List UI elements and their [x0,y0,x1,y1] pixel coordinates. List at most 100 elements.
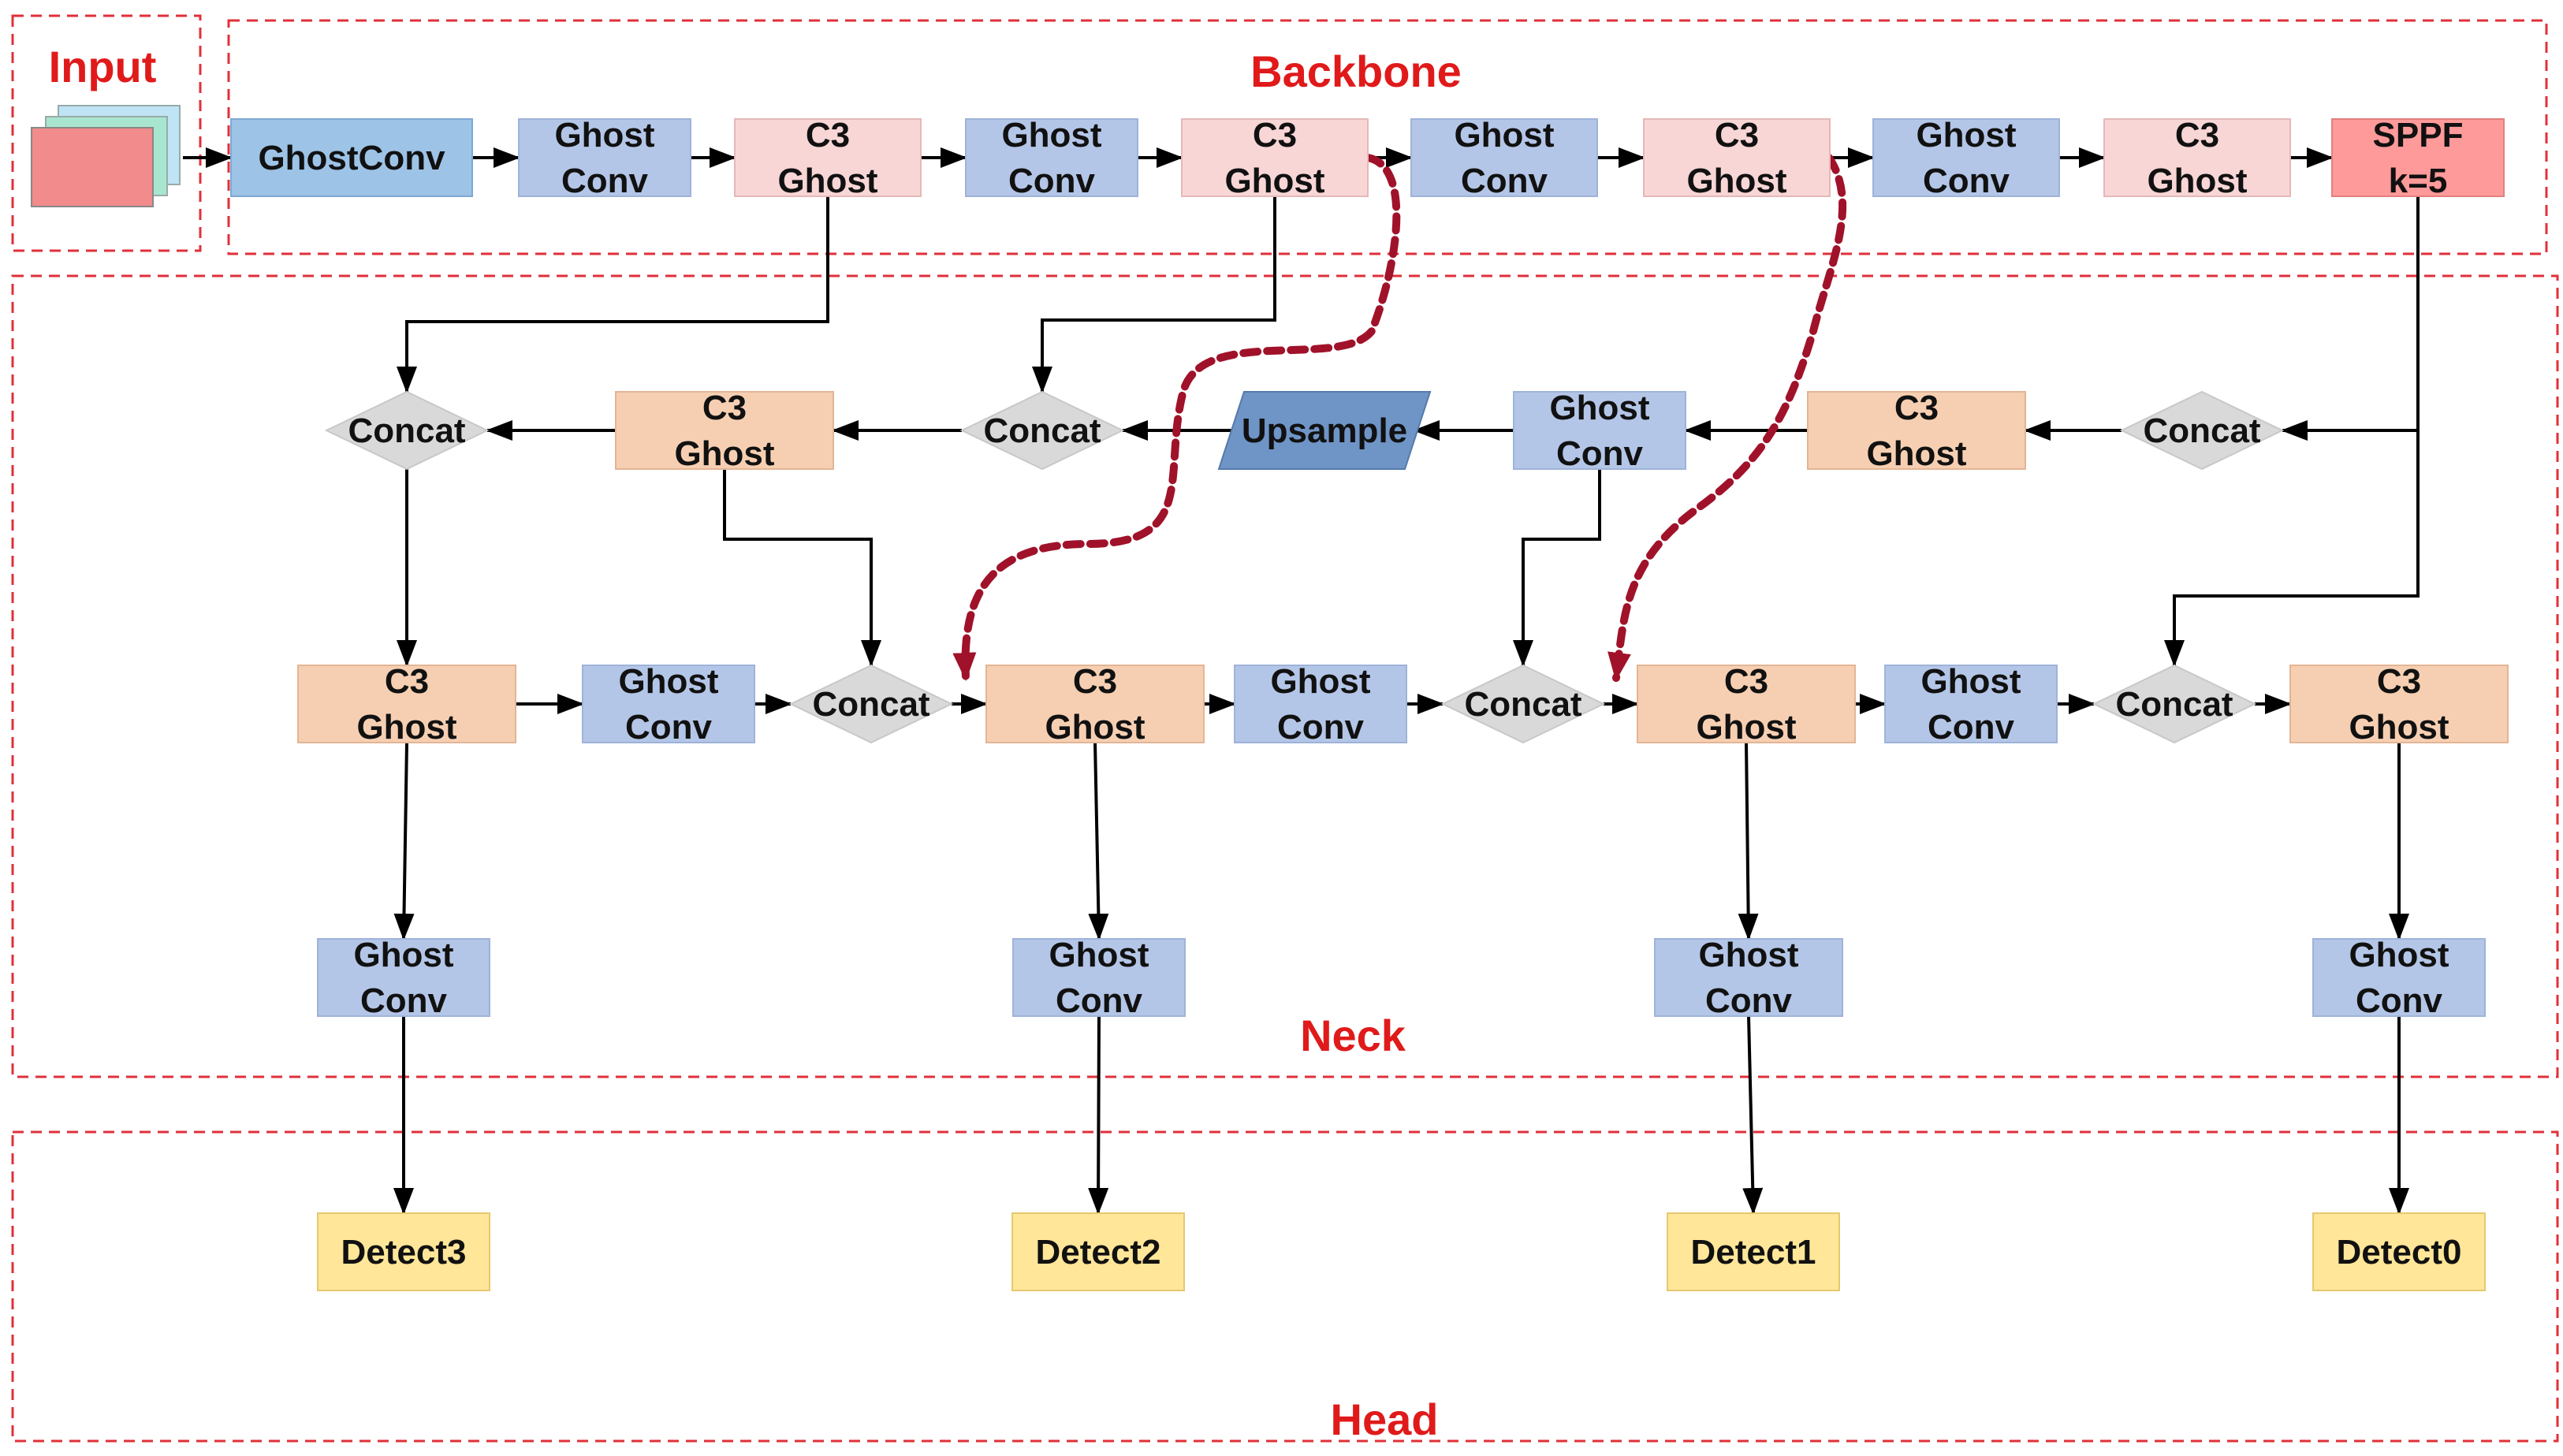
b8-shape [2103,118,2291,197]
n2-label-line-1: C3 [702,389,747,427]
b7-shape [1872,118,2060,197]
n2-shape [615,391,834,470]
g3-label-line-2: Conv [1705,981,1793,1020]
d3-label-line-1: Detect3 [341,1233,467,1272]
skip-edge-b6-m7 [1607,154,1847,682]
m3-label-line-1: Concat [812,685,929,724]
m8-label-line-2: Conv [1928,708,2015,747]
edge-b2-n1 [397,196,829,393]
m5-label-line-2: Conv [1277,708,1365,747]
edge-n2-m3 [723,469,881,667]
m9-label-line-1: Concat [2115,685,2233,724]
n4-label-line-1: Upsample [1242,411,1407,450]
m1-label-line-2: Ghost [356,708,456,747]
d2-shape [1011,1212,1185,1291]
b6-label-line-2: Ghost [1686,162,1786,200]
g2-ghostconv-node: GhostConv [1012,936,1186,1020]
m6-label-line-1: Concat [1464,685,1581,724]
nodes: GhostConvGhostConvC3GhostGhostConvC3Ghos… [31,105,2509,1291]
b3-shape [965,118,1138,197]
n4-upsample-node: Upsample [1217,391,1432,470]
b4-label-line-1: C3 [1253,116,1297,155]
d1-shape [1667,1212,1840,1291]
edges [183,147,2420,1215]
m5-shape [1234,665,1407,743]
g1-label-line-2: Conv [360,981,448,1020]
b5-label-line-1: Ghost [1454,116,1554,155]
section-frame-input [11,14,202,252]
n5-label-line-2: Conv [1556,434,1644,473]
m8-label-line-1: Ghost [1920,662,2021,701]
b5-label-line-2: Conv [1461,162,1548,200]
m2-label-line-2: Conv [625,708,713,747]
m6-shape [1440,664,1606,744]
b0-shape [230,118,473,197]
section-frame-neck [11,274,2559,1078]
n7-label-line-1: Concat [2143,411,2260,450]
n7-shape [2119,390,2285,471]
sections [11,14,2559,1443]
n5-ghostconv-node: GhostConv [1513,389,1686,473]
m4-shape [985,665,1205,743]
section-title-neck: Neck [1300,1011,1406,1060]
b3-label-line-2: Conv [1008,162,1096,200]
b1-label-line-1: Ghost [554,116,654,155]
b1-label-line-2: Conv [561,162,649,200]
d1-detect-node: Detect1 [1667,1212,1840,1291]
b9-shape [2331,118,2505,197]
b9-label-line-1: SPPF [2373,116,2464,155]
g4-label-line-1: Ghost [2349,936,2449,974]
b3-label-line-1: Ghost [1001,116,1101,155]
section-title-head: Head [1331,1395,1439,1444]
n7-concat-node: Concat [2119,390,2285,471]
b4-shape [1181,118,1369,197]
b8-label-line-1: C3 [2175,116,2219,155]
edge-b4-n3 [1032,196,1276,393]
edge-b9-n7 [2281,196,2420,441]
b5-shape [1410,118,1598,197]
m10-shape [2289,665,2509,743]
n3-shape [959,390,1125,471]
b7-label-line-2: Conv [1923,162,2010,200]
n2-label-line-2: Ghost [674,434,774,473]
m2-label-line-1: Ghost [618,662,718,701]
g2-label-line-2: Conv [1056,981,1143,1020]
n5-label-line-1: Ghost [1549,389,1649,427]
d0-shape [2312,1212,2486,1291]
g4-label-line-2: Conv [2356,981,2443,1020]
m7-shape [1637,665,1856,743]
m4-label-line-2: Ghost [1045,708,1145,747]
m10-label-line-1: C3 [2377,662,2421,701]
d2-detect-node: Detect2 [1011,1212,1185,1291]
m2-shape [582,665,755,743]
edge-n5-m6 [1513,469,1601,667]
m1-shape [297,665,516,743]
m4-label-line-1: C3 [1073,662,1117,701]
g4-ghostconv-node: GhostConv [2312,936,2486,1020]
m9-concat-node: Concat [2092,664,2257,744]
m7-label-line-1: C3 [1724,662,1768,701]
section-frame-backbone [227,19,2548,255]
m9-shape [2092,664,2257,744]
b4-label-line-2: Ghost [1224,162,1324,200]
edge-g3-d1 [1742,1015,1764,1215]
b6-label-line-1: C3 [1715,116,1759,155]
b3-ghostconv-node: GhostConv [965,116,1138,200]
b2-shape [734,118,922,197]
n5-shape [1513,391,1686,470]
n6-label-line-2: Ghost [1866,434,1966,473]
m3-shape [788,664,954,744]
b8-label-line-2: Ghost [2147,162,2247,200]
b2-label-line-1: C3 [806,116,850,155]
section-title-input: Input [49,42,157,91]
input-images-icon [31,105,181,207]
n1-label-line-1: Concat [348,411,465,450]
b0-ghostconv-first-node: GhostConv [230,118,473,197]
